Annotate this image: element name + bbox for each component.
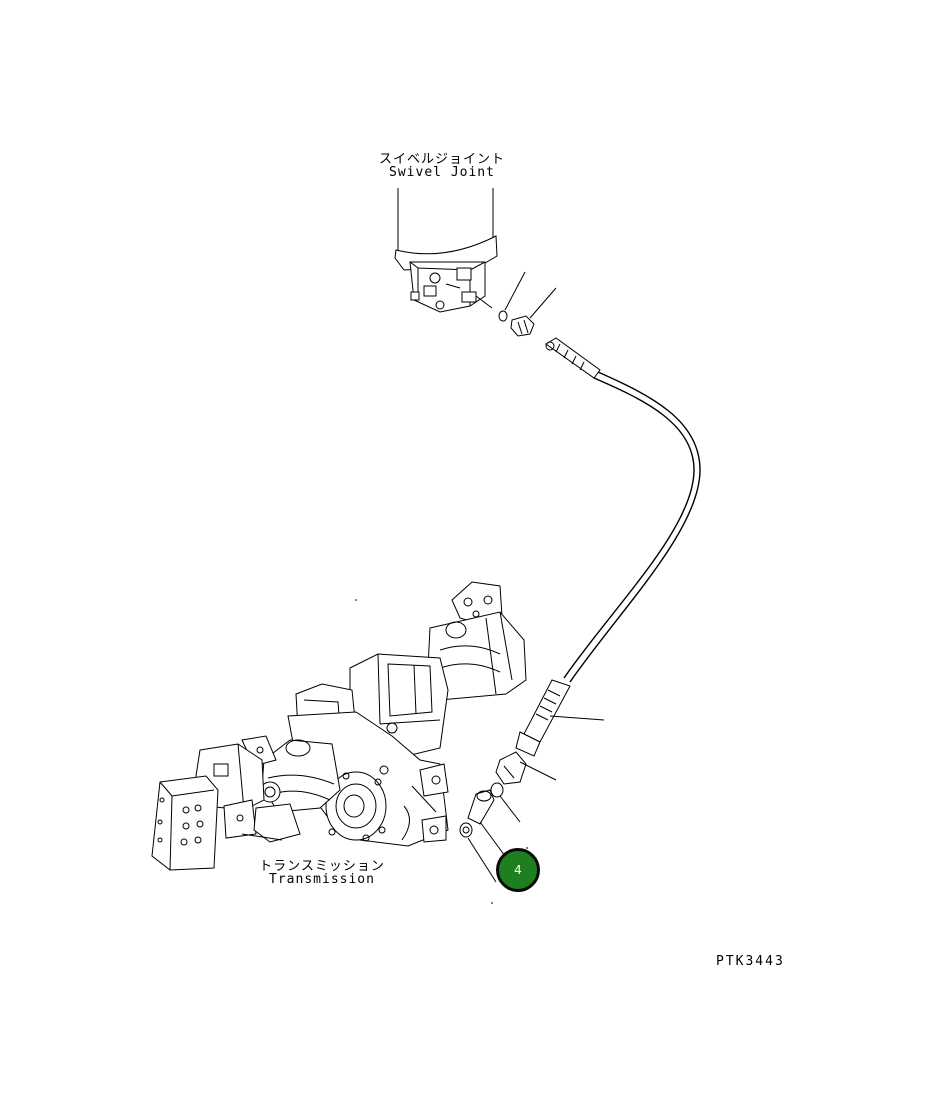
hose-end-lower [459, 679, 605, 904]
swivel-joint-assembly [394, 188, 498, 313]
swivel-joint-label-en: Swivel Joint [389, 165, 495, 180]
transmission-assembly [151, 581, 527, 871]
hose [563, 371, 701, 683]
transmission-label-jp: トランスミッション [259, 859, 385, 874]
part-callout-4[interactable]: 4 [496, 848, 540, 892]
part-callout-number: 4 [514, 863, 522, 877]
transmission-label-en: Transmission [269, 872, 375, 887]
figure-code: PTK3443 [716, 954, 785, 969]
swivel-fittings [498, 271, 601, 379]
swivel-joint-label-jp: スイベルジョイント [378, 152, 505, 167]
